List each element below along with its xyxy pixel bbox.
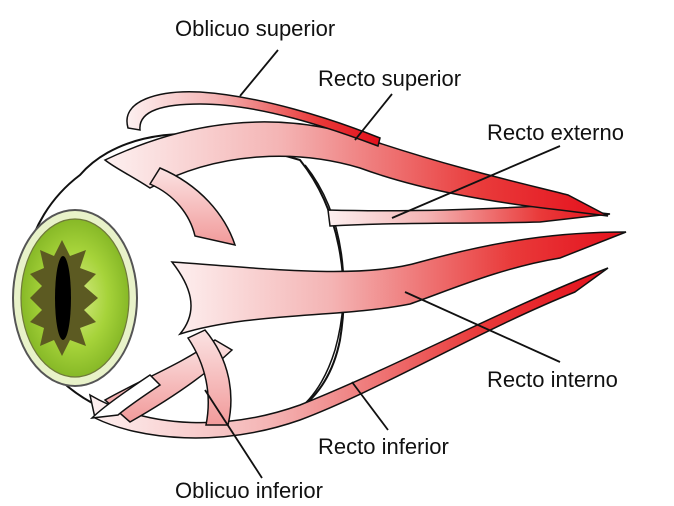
leader-oblicuo-superior xyxy=(240,50,278,96)
label-recto-inferior: Recto inferior xyxy=(318,434,449,459)
leader-recto-superior xyxy=(355,94,392,140)
label-oblicuo-inferior: Oblicuo inferior xyxy=(175,478,323,503)
label-oblicuo-superior: Oblicuo superior xyxy=(175,16,335,41)
label-recto-superior: Recto superior xyxy=(318,66,461,91)
iris xyxy=(13,210,137,386)
label-recto-externo: Recto externo xyxy=(487,120,624,145)
pupil xyxy=(55,256,71,340)
label-recto-interno: Recto interno xyxy=(487,367,618,392)
